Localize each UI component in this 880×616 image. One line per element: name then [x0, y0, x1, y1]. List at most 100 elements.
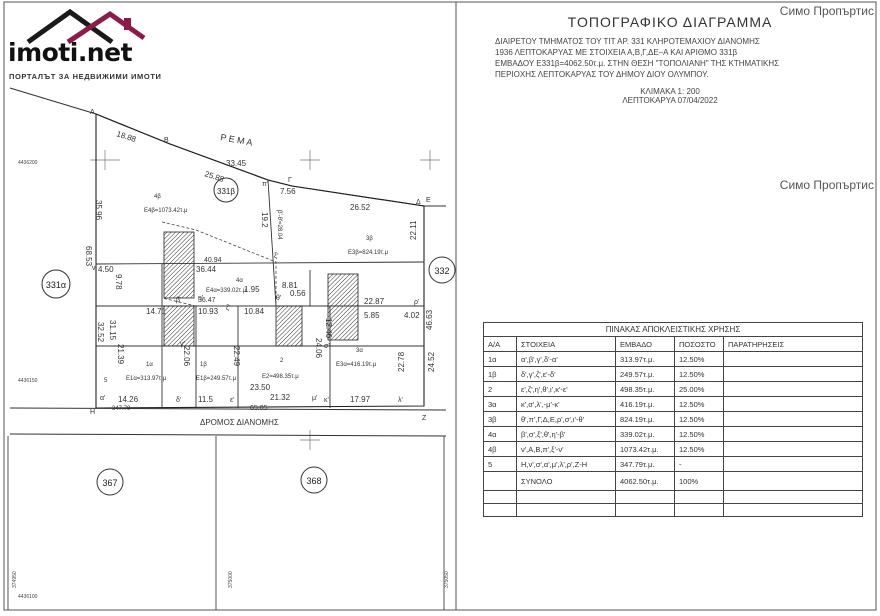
cell-percent: 12.50%: [674, 351, 724, 367]
parcel-3a-area: Ε3α=416.19τ.μ: [336, 362, 377, 368]
building-1: [163, 231, 195, 299]
dim-21-39: 21.39: [116, 344, 125, 365]
dim-19-2: 19.2: [260, 212, 269, 228]
vertex-rho: ρ': [414, 299, 419, 306]
building-4: [327, 273, 359, 341]
cell-remarks: [723, 471, 863, 491]
stream-label: Ρ Ε Μ Α: [220, 132, 254, 147]
dim-46-63: 46.63: [425, 309, 434, 330]
vertex-B: Β: [164, 137, 169, 144]
cell-aa: 4β: [483, 441, 517, 457]
cell-percent: 12.50%: [674, 411, 724, 427]
cell-elements: ε',ζ',η',θ',ι',κ'-ε': [516, 381, 616, 397]
table-caption: ΠΙΝΑΚΑΣ ΑΠΟΚΛΕΙΣΤΙΚΗΣ ΧΡΗΣΗΣ: [483, 322, 863, 336]
cell-blank: [483, 503, 517, 517]
cell-remarks: [723, 426, 863, 442]
vertex-beta: β': [176, 297, 181, 304]
coord-x-3: 375050: [444, 571, 450, 588]
cell-aa: 4α: [483, 426, 517, 442]
cell-area: 498.35τ.μ.: [615, 381, 675, 397]
dim-4-50: 4.50: [98, 265, 114, 274]
dim-22-78: 22.78: [397, 351, 406, 372]
vertex-theta: θ': [276, 295, 281, 302]
cell-aa: 5: [483, 456, 517, 472]
dim-25-88: 25.88: [203, 169, 225, 184]
vertex-H: Η: [90, 409, 95, 416]
house-roof-icon: [26, 8, 146, 45]
dim-40-94: 40.94: [204, 257, 222, 264]
dim-68-53: 68.53: [84, 246, 93, 267]
vertex-zeta: ζ': [226, 305, 230, 312]
vertex-xi: ξ': [274, 253, 278, 260]
parcel-3b-area: Ε3β=824.19τ.μ: [348, 250, 389, 256]
dim-11-5: 11.5: [198, 395, 214, 404]
dim-36-44: 36.44: [196, 265, 217, 274]
scale-label: ΚΛΙΜΑΚΑ 1: 200: [640, 87, 700, 96]
logo-brand-text: imoti.net: [8, 38, 133, 67]
cell-blank: [615, 503, 675, 517]
table-blank-row: [483, 490, 863, 504]
dim-22-06: 22.06: [182, 346, 191, 367]
cell-remarks: [723, 381, 863, 397]
exclusive-use-table: ΠΙΝΑΚΑΣ ΑΠΟΚΛΕΙΣΤΙΚΗΣ ΧΡΗΣΗΣ Α/Α ΣΤΟΙΧΕΙ…: [483, 322, 863, 517]
neighbor-331b: 331β: [213, 177, 239, 203]
desc-line-2: 1936 ΛΕΠΤΟΚΑΡΥΑΣ ΜΕ ΣΤΟΙΧΕΙΑ Α,Β,Γ,ΔΕ–Α …: [495, 48, 738, 57]
place-date: ΛΕΠΤΟΚΑΡΥΑ 07/04/2022: [622, 96, 718, 105]
col-header-aa: Α/Α: [483, 336, 517, 352]
svg-text:367: 367: [102, 478, 117, 488]
dim-14-71: 14.71: [146, 307, 167, 316]
diagram-description: ΔΙΑΙΡΕΤΟΥ ΤΜΗΜΑΤΟΣ ΤΟΥ ΤΙΤ ΑΡ. 331 ΚΛΗΡΟ…: [470, 36, 870, 80]
dim-12-46: 12.46: [324, 318, 333, 339]
dim-8-81: 8.81: [282, 281, 298, 290]
table-header-row: Α/Α ΣΤΟΙΧΕΙΑ ΕΜΒΑΔΟ ΠΟΣΟΣΤΟ ΠΑΡΑΤΗΡΗΣΕΙΣ: [483, 336, 863, 352]
dim-31-15: 31.15: [108, 320, 117, 341]
dim-22-11: 22.11: [409, 220, 418, 240]
watermark-top: Симо Пропъртис: [779, 4, 874, 18]
cell-area: 1073.42τ.μ.: [615, 441, 675, 457]
neighbor-331a: 331α: [41, 269, 71, 299]
road-bottom-edge: [9, 433, 447, 437]
dim-10-93: 10.93: [198, 307, 219, 316]
vertex-Z: Ζ: [422, 415, 427, 422]
subdivision-lines: [95, 179, 425, 408]
cell-percent: 12.50%: [674, 441, 724, 457]
cell-blank: [674, 490, 724, 504]
coord-y-2: 4436150: [18, 378, 38, 384]
cell-aa: [483, 471, 517, 491]
total-area: 4062.50τ.μ.: [615, 471, 675, 491]
cell-elements: α',β',γ',δ'-α': [516, 351, 616, 367]
parcel-331b-outline: [95, 113, 425, 409]
cell-remarks: [723, 456, 863, 472]
imoti-logo[interactable]: imoti.net ПОРТАЛЪТ ЗА НЕДВИЖИМИ ИМОТИ: [8, 8, 178, 84]
col-header-elements: ΣΤΟΙΧΕΙΑ: [516, 336, 616, 352]
dim-65-05: 65.05: [250, 405, 268, 412]
dim-0-56: 0.56: [290, 289, 306, 298]
cell-area: 347.79τ.μ.: [615, 456, 675, 472]
dim-35-96: 35.96: [94, 200, 103, 221]
coord-x-2: 375000: [228, 571, 234, 588]
parcel-4a-id: 4α: [236, 278, 243, 284]
parcel-2-id: 2: [280, 358, 284, 364]
svg-text:368: 368: [306, 476, 321, 486]
col-header-percent: ΠΟΣΟΣΤΟ: [674, 336, 724, 352]
cell-area: 313.97τ.μ.: [615, 351, 675, 367]
vertex-sigma: σ': [324, 343, 330, 350]
dim-1-95: 1.95: [244, 285, 260, 294]
parcel-4a-hatched-strip: [161, 221, 277, 307]
vertex-pi: π': [262, 181, 268, 188]
cell-blank: [483, 490, 517, 504]
neighbor-332: 332: [428, 256, 456, 284]
vertex-A: Α: [90, 109, 95, 116]
vertex-delta: δ': [176, 397, 181, 404]
cell-elements: Η,ν',σ',α',μ',λ',ρ',Ζ-Η: [516, 456, 616, 472]
road-label: ΔΡΟΜΟΣ ΔΙΑΝΟΜΗΣ: [200, 418, 279, 427]
table-blank-row: [483, 503, 863, 517]
desc-line-3: ΕΜΒΑΔΟΥ Ε331β=4062.50τ.μ. ΣΤΗΝ ΘΕΣΗ "ΤΟΠ…: [495, 59, 780, 68]
cell-remarks: [723, 396, 863, 412]
